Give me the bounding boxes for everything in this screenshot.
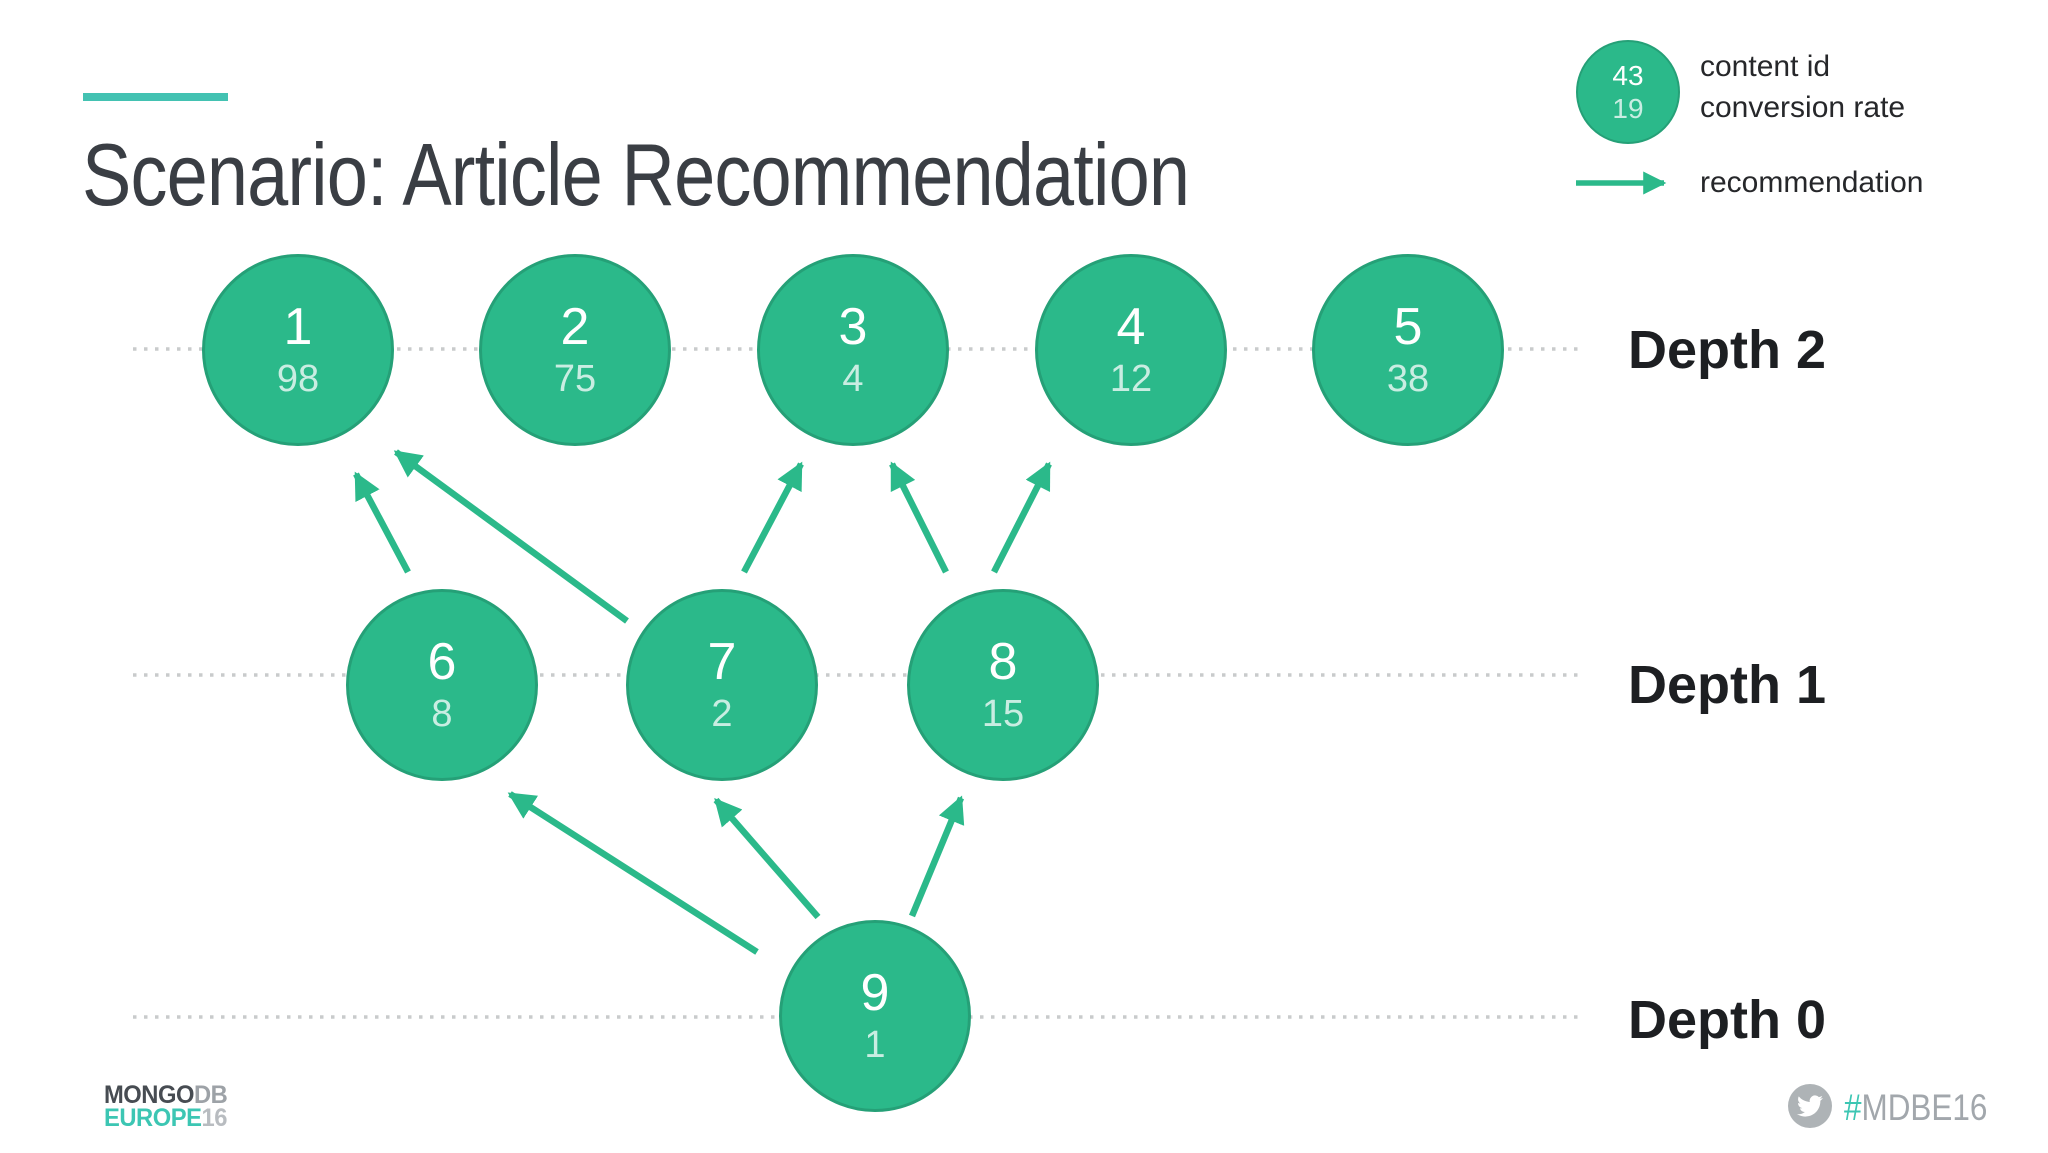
node-content-id: 8: [988, 633, 1018, 691]
edge-6-to-1: [353, 471, 411, 574]
node-conversion-rate: 12: [1109, 358, 1153, 400]
logo-db: DB: [193, 1081, 228, 1109]
node-content-id: 6: [427, 633, 457, 691]
edge-9-to-7: [713, 797, 821, 920]
twitter-bird-icon: [1797, 1095, 1823, 1117]
node-conversion-rate: 15: [981, 693, 1025, 735]
node-conversion-rate: 8: [431, 693, 453, 735]
title-accent-bar: [83, 93, 228, 101]
legend-content-id-label: content id: [1700, 50, 1831, 83]
legend-recommendation-label: recommendation: [1700, 166, 1924, 199]
node-content-id: 9: [860, 964, 890, 1022]
depth-1-label: Depth 1: [1628, 655, 1827, 715]
logo-europe: EUROPE: [104, 1104, 202, 1132]
edge-9-to-6: [507, 791, 759, 955]
node-4: 4 12: [1035, 254, 1227, 446]
edge-8-to-4: [991, 461, 1052, 574]
legend-conversion-rate-label: conversion rate: [1700, 91, 1906, 124]
page-title: Scenario: Article Recommendation: [82, 125, 1190, 224]
node-5: 5 38: [1312, 254, 1504, 446]
node-6: 6 8: [346, 589, 538, 781]
hashtag-text: MDBE16: [1861, 1087, 1988, 1128]
node-conversion-rate: 75: [553, 358, 597, 400]
node-conversion-rate: 4: [842, 358, 864, 400]
node-2: 2 75: [479, 254, 671, 446]
legend-sample-node: 43 19: [1576, 40, 1680, 144]
node-content-id: 1: [283, 298, 313, 356]
legend-node-labels: content id conversion rate: [1700, 46, 1905, 128]
logo-16: 16: [201, 1104, 227, 1132]
node-content-id: 5: [1393, 298, 1423, 356]
legend-sample-conversion-rate: 19: [1612, 93, 1644, 124]
edge-8-to-3: [889, 461, 949, 574]
node-conversion-rate: 2: [711, 693, 733, 735]
node-7: 7 2: [626, 589, 818, 781]
node-conversion-rate: 38: [1386, 358, 1430, 400]
twitter-icon: [1788, 1084, 1832, 1128]
node-conversion-rate: 1: [864, 1024, 886, 1066]
node-1: 1 98: [202, 254, 394, 446]
depth-0-label: Depth 0: [1628, 990, 1827, 1050]
node-content-id: 7: [707, 633, 737, 691]
edge-9-to-8: [908, 795, 965, 918]
logo-mongo: MONGO: [104, 1081, 194, 1109]
mongodb-europe-logo: MONGODB EUROPE16: [104, 1081, 228, 1132]
node-content-id: 3: [838, 298, 868, 356]
node-8: 8 15: [907, 589, 1099, 781]
node-content-id: 2: [560, 298, 590, 356]
edge-7-to-1: [393, 449, 629, 624]
node-9: 9 1: [779, 920, 971, 1112]
legend-sample-content-id: 43: [1612, 60, 1644, 91]
edge-7-to-3: [741, 461, 804, 574]
event-hashtag: #MDBE16: [1844, 1086, 1987, 1130]
node-conversion-rate: 98: [276, 358, 320, 400]
hashtag-symbol: #: [1844, 1087, 1862, 1128]
depth-2-label: Depth 2: [1628, 320, 1827, 380]
node-content-id: 4: [1116, 298, 1146, 356]
node-3: 3 4: [757, 254, 949, 446]
